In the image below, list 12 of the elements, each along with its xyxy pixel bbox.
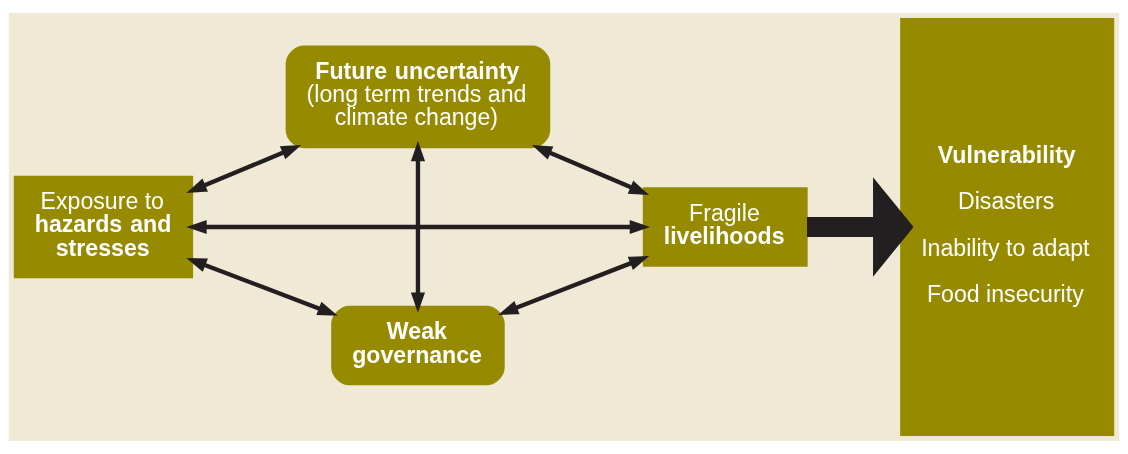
arrow — [531, 144, 650, 196]
arrow — [186, 258, 338, 316]
node-box: Exposure to hazards and stresses — [13, 175, 194, 279]
arrow — [410, 141, 426, 313]
arrow — [498, 256, 650, 315]
arrow — [186, 144, 302, 193]
arrow — [807, 177, 914, 277]
node-box: Vulnerability Disasters Inability to adapt Food insecurity — [900, 18, 1115, 436]
node-box: Weak governance — [331, 305, 505, 386]
node-box: Future uncertainty (long term trends and climate change) — [285, 45, 551, 149]
node-box: Fragile livelihoods — [642, 187, 808, 267]
arrow — [186, 219, 650, 235]
